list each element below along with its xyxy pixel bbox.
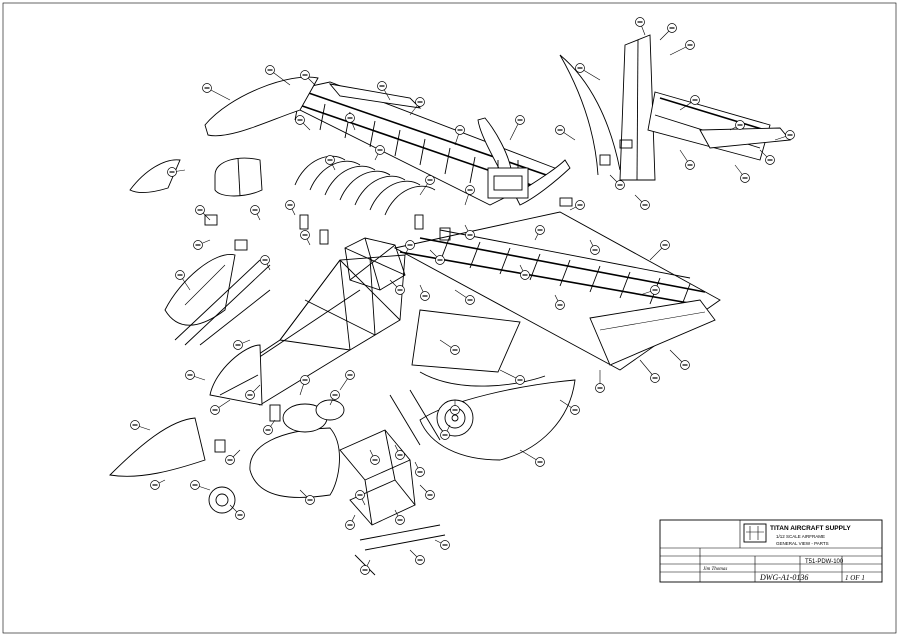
fuselage-truss [209,254,406,406]
wing-rib-set [294,155,436,216]
title-line-1: 1/12 SCALE AIRFRAME [776,534,825,539]
title-block: TITAN AIRCRAFT SUPPLY 1/12 SCALE AIRFRAM… [659,519,883,583]
drawing-number: DWG-A1-0136 [759,573,808,582]
company-logo [743,523,767,543]
approval-signature: Jim Thomas [703,567,727,572]
landing-gear [354,389,446,576]
part-number: T51-PDW-100 [805,559,844,565]
engine-cowling [249,399,345,498]
small-hardware [204,139,633,453]
vertical-tail [559,34,656,181]
engine-unit [487,160,529,199]
title-line-2: GENERAL VIEW - PARTS [776,541,829,546]
seat-assembly [339,429,416,526]
company-name: TITAN AIRCRAFT SUPPLY [770,525,851,532]
sheet-number: 1 OF 1 [845,574,865,582]
wheel-fairings [109,379,576,477]
cabin-cage [344,237,406,291]
fuel-tank [214,157,263,197]
right-wing-assembly [393,211,721,387]
wing-struts [174,259,271,346]
part-callouts [130,17,795,575]
tail-wheel [208,486,236,514]
horizontal-stabilizer [647,91,791,161]
